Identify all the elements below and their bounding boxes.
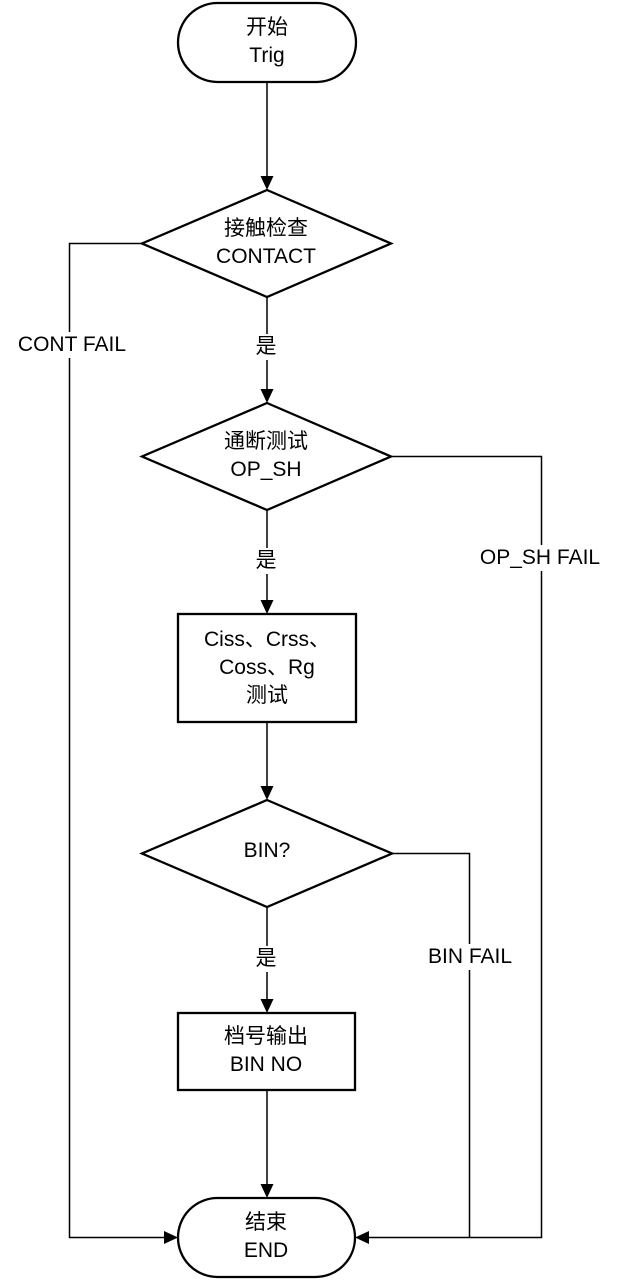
arrowhead-into-opsh [260, 389, 274, 403]
edge-label-bin-fail: BIN FAIL [423, 944, 517, 970]
bin-decision-shape [139, 798, 395, 909]
edge-label-opsh-yes: 是 [251, 548, 281, 574]
cap-test-process-shape [176, 612, 358, 724]
start-terminator-shape [176, 1, 358, 84]
edge-label-contact-yes: 是 [251, 334, 281, 360]
arrowhead-into-end-top [260, 1184, 274, 1198]
contact-decision-shape [139, 188, 394, 299]
bin-output-label-zh: 档号输出 [224, 1025, 308, 1048]
end-label-zh: 结束 [245, 1211, 287, 1234]
start-label-zh: 开始 [246, 16, 288, 39]
edge-label-opsh-fail: OP_SH FAIL [475, 545, 605, 571]
contact-label-en: CONTACT [216, 245, 316, 268]
cap-test-label-line1: Ciss、Crss、 [204, 628, 330, 651]
contact-label-zh: 接触检查 [224, 217, 308, 240]
arrowhead-into-bin [260, 786, 274, 800]
bin-node-label: BIN? [244, 837, 291, 865]
opsh-decision-shape [139, 401, 394, 512]
edge-bin-fail [392, 852, 471, 1238]
cap-test-label-line3: 测试 [246, 684, 288, 707]
arrowhead-into-binno [260, 999, 274, 1013]
end-node-label: 结束 END [244, 1209, 288, 1265]
start-node-label: 开始 Trig [246, 14, 288, 70]
arrowhead-into-end-right [355, 1231, 369, 1244]
edge-opsh-fail [357, 455, 543, 1239]
start-label-en: Trig [249, 44, 285, 67]
contact-node-label: 接触检查 CONTACT [216, 215, 316, 271]
cap-test-node-label: Ciss、Crss、 Coss、Rg 测试 [204, 626, 330, 710]
cap-test-label-line2: Coss、Rg [219, 656, 315, 679]
opsh-label-zh: 通断测试 [224, 430, 308, 453]
end-label-en: END [243, 1239, 289, 1262]
arrowhead-into-end-left [164, 1231, 178, 1244]
opsh-node-label: 通断测试 OP_SH [224, 428, 308, 484]
bin-output-label-en: BIN NO [229, 1053, 303, 1076]
edge-label-cont-fail: CONT FAIL [13, 332, 131, 358]
edge-contact-fail [68, 242, 176, 1239]
bin-output-node-label: 档号输出 BIN NO [224, 1023, 308, 1079]
opsh-label-en: OP_SH [230, 458, 302, 481]
edge-label-bin-yes: 是 [251, 946, 281, 972]
bin-label: BIN? [243, 839, 291, 862]
arrowhead-into-captest [260, 600, 274, 614]
bin-output-process-shape [176, 1011, 357, 1092]
arrowhead-into-contact [260, 176, 274, 190]
